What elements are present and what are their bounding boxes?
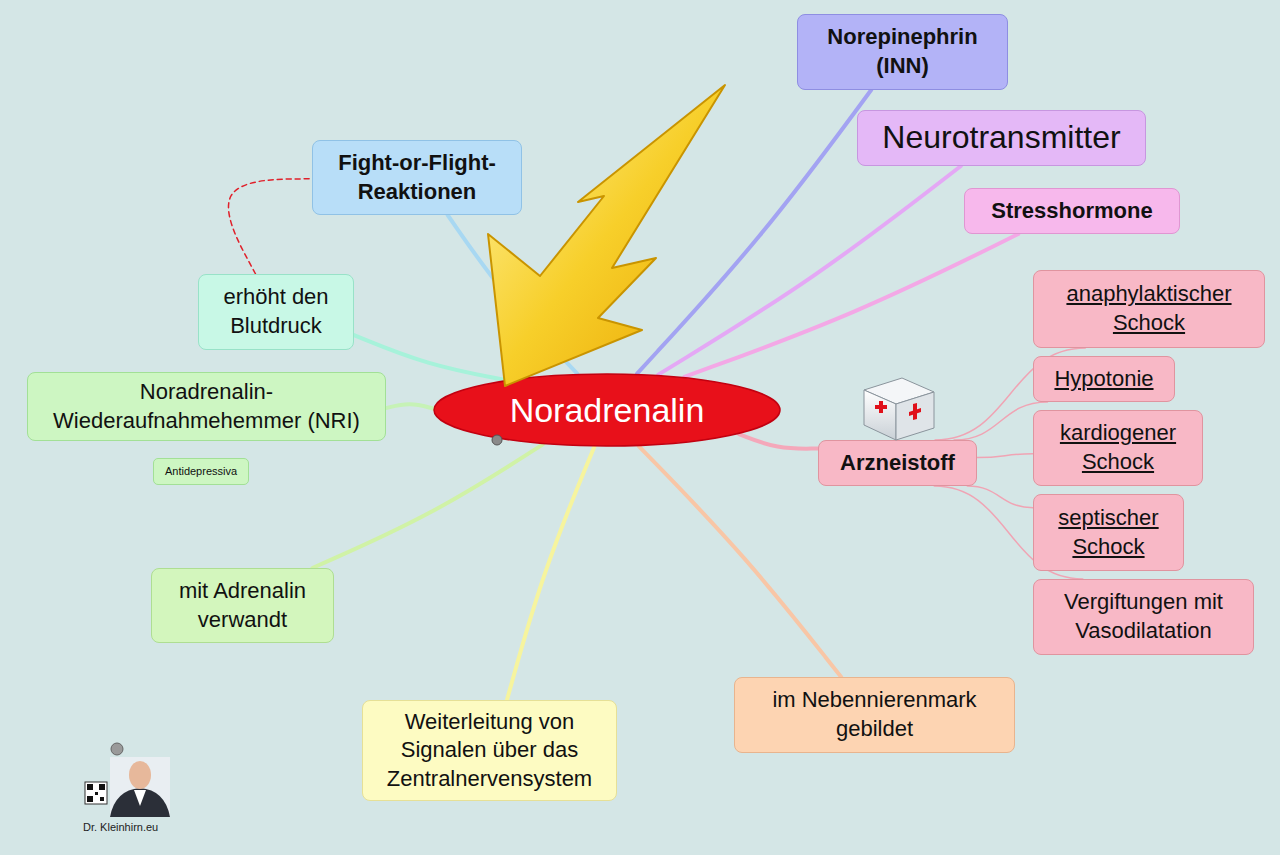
branch-connector: [507, 447, 594, 700]
branch-box: Weiterleitung von Signalen über das Zent…: [362, 700, 617, 801]
qr-code: [85, 782, 107, 804]
sub-branch-box: anaphylaktischer Schock: [1033, 270, 1265, 348]
sub-branch-box: septischer Schock: [1033, 494, 1184, 571]
branch-connector: [658, 166, 961, 375]
branch-connector: [637, 90, 871, 374]
node-text: Norepinephrin (INN): [806, 23, 999, 80]
node-text: Weiterleitung von Signalen über das Zent…: [371, 708, 608, 794]
node-text: erhöht den Blutdruck: [207, 283, 345, 340]
node-text: Hypotonie: [1054, 365, 1153, 394]
sub-branch-box: kardiogener Schock: [1033, 410, 1203, 486]
node-text: Vergiftungen mit Vasodilatation: [1042, 588, 1245, 645]
node-text: Arzneistoff: [840, 449, 955, 478]
node-text: Stresshormone: [991, 197, 1152, 226]
branch-connector: [967, 486, 1033, 508]
node-text: Noradrenalin: [510, 388, 705, 432]
node-text: Neurotransmitter: [882, 117, 1120, 159]
author-portrait: [110, 743, 170, 817]
branch-box: Stresshormone: [964, 188, 1180, 234]
branch-connector: [977, 454, 1033, 458]
node-text: septischer Schock: [1042, 504, 1175, 561]
node-text: mit Adrenalin verwandt: [160, 577, 325, 634]
branch-box: erhöht den Blutdruck: [198, 274, 354, 350]
lightning-bolt: [488, 85, 725, 386]
branch-connector: [386, 404, 433, 408]
dashed-connector: [228, 179, 312, 274]
sub-branch-box: Hypotonie: [1033, 356, 1175, 402]
branch-box: Norepinephrin (INN): [797, 14, 1008, 90]
node-text: Noradrenalin-Wiederaufnahmehemmer (NRI): [36, 378, 377, 435]
branch-box: mit Adrenalin verwandt: [151, 568, 334, 643]
branch-connector: [448, 215, 578, 374]
branch-connector: [639, 446, 841, 677]
branch-box: im Nebennierenmark gebildet: [734, 677, 1015, 753]
branch-connector: [739, 434, 818, 449]
branch-connector: [684, 234, 1018, 377]
node-text: im Nebennierenmark gebildet: [743, 686, 1006, 743]
branch-box: Neurotransmitter: [857, 110, 1146, 166]
node-text: kardiogener Schock: [1042, 419, 1194, 476]
branch-box: Fight-or-Flight-Reaktionen: [312, 140, 522, 215]
watermark-label: Dr. Kleinhirn.eu: [83, 821, 158, 833]
node-text: Antidepressiva: [165, 464, 237, 478]
branch-box: Noradrenalin-Wiederaufnahmehemmer (NRI): [27, 372, 386, 441]
branch-connector: [312, 444, 542, 568]
central-topic: Noradrenalin: [433, 373, 781, 447]
node-text: anaphylaktischer Schock: [1042, 280, 1256, 337]
first-aid-icon: [864, 378, 934, 440]
note-box: Antidepressiva: [153, 458, 249, 485]
branch-box: Arzneistoff: [818, 440, 977, 486]
node-text: Fight-or-Flight-Reaktionen: [321, 149, 513, 206]
sub-branch-box: Vergiftungen mit Vasodilatation: [1033, 579, 1254, 655]
